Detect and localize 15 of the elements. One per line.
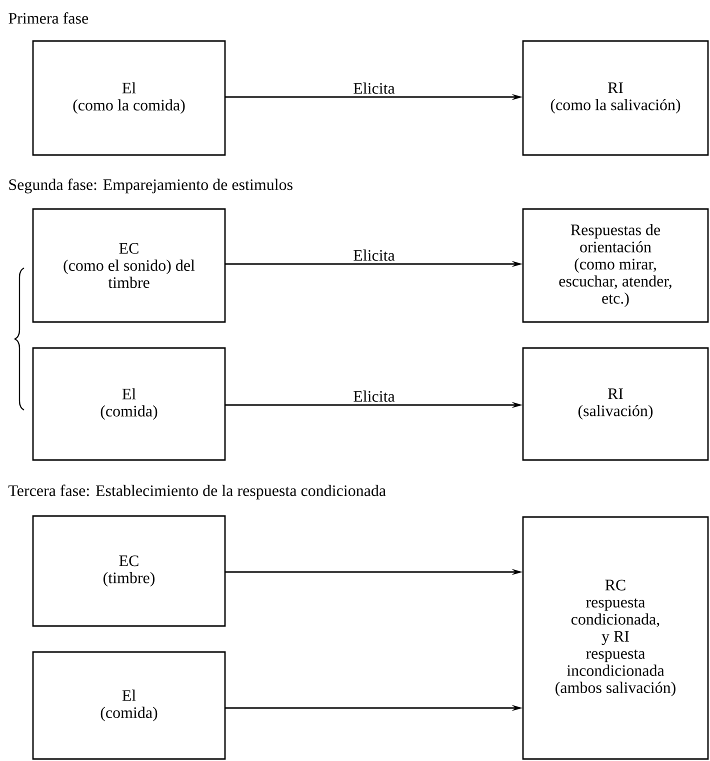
stage-box: EC (como el sonido) del timbre bbox=[32, 208, 226, 323]
stage-box: El (comida) bbox=[32, 651, 226, 760]
stage-box: RC respuesta condicionada, y RI respuesta incondicionada (ambos salivación) bbox=[522, 516, 709, 760]
phase-heading: Primera fase bbox=[8, 12, 88, 24]
stage-box: RI (como la salivación) bbox=[522, 40, 709, 156]
edge-label: Elicita bbox=[354, 82, 395, 94]
stage-box: Respuestas de orientación (como mirar, escuchar, atender, etc.) bbox=[522, 208, 709, 323]
phase-heading: Tercera fase: Establecimiento de la respuesta condicionada bbox=[8, 484, 386, 500]
edge-label: Elicita bbox=[354, 250, 395, 261]
stage-box: EC (timbre) bbox=[32, 515, 226, 627]
phase-heading: Segunda fase: Emparejamiento de estimulos bbox=[9, 178, 292, 194]
edge-label: Elicita bbox=[354, 390, 395, 402]
stage-box: RI (salivación) bbox=[522, 347, 709, 461]
stage-box: El (comida) bbox=[32, 347, 226, 461]
stage-box: El (como la comida) bbox=[32, 40, 226, 156]
